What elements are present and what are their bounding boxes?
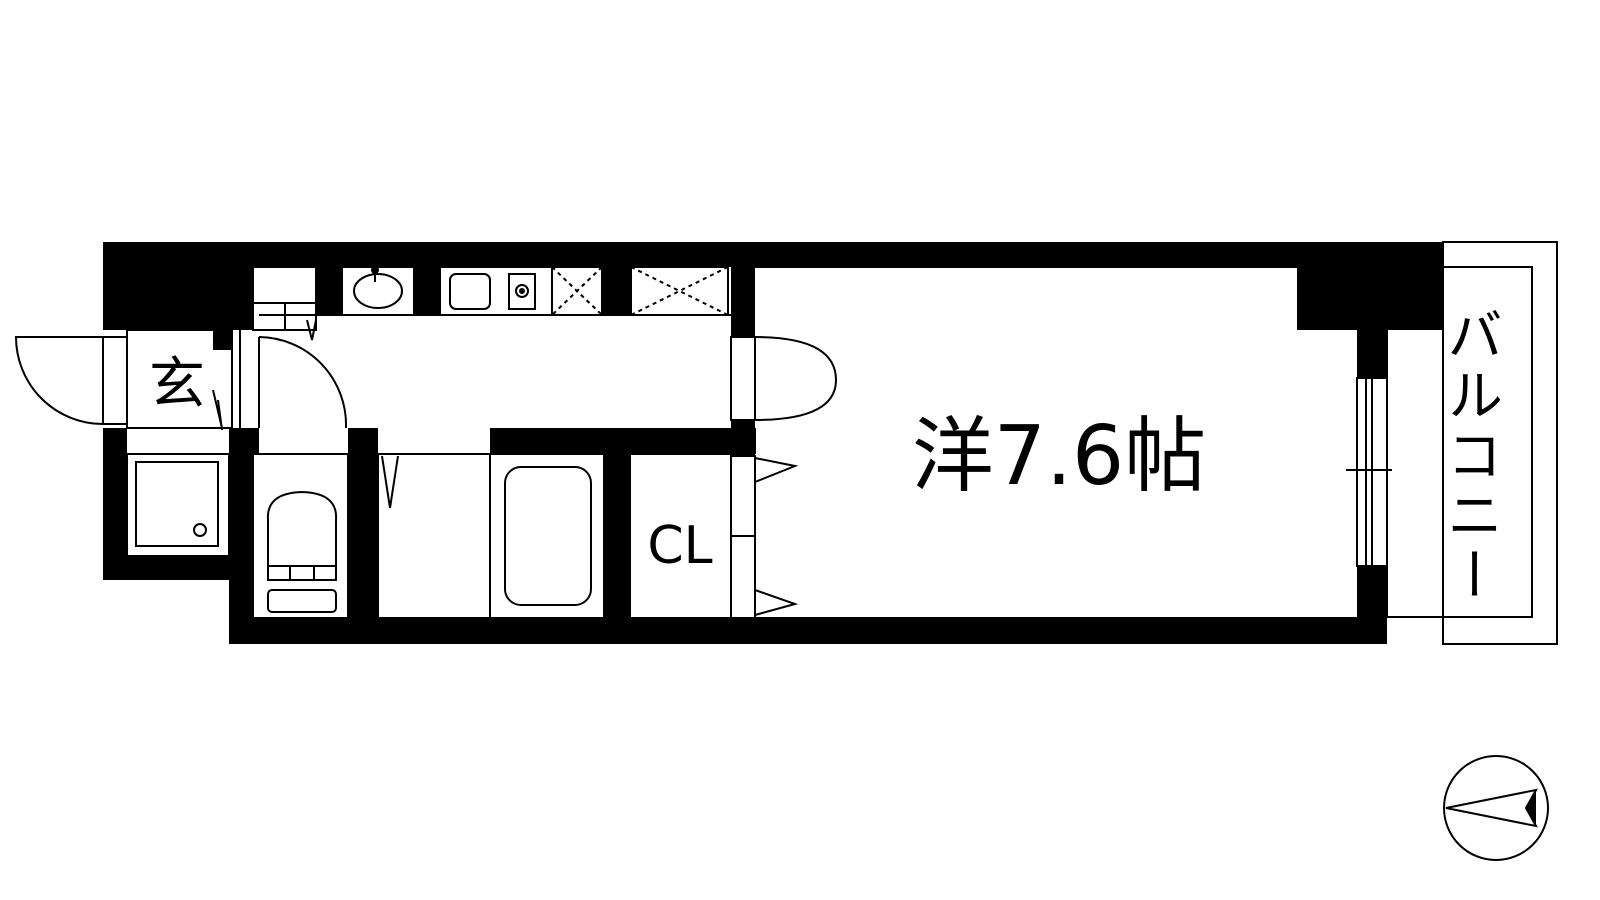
main-room-label: 洋7.6帖 (912, 409, 1206, 504)
fixtures (14, 241, 1558, 645)
entrance-label: 玄 (149, 352, 205, 417)
balcony-label: バルコニー (1438, 306, 1503, 606)
north-arrow-icon (1443, 755, 1549, 861)
walls (103, 242, 1443, 644)
closet-label: CL (647, 516, 712, 576)
